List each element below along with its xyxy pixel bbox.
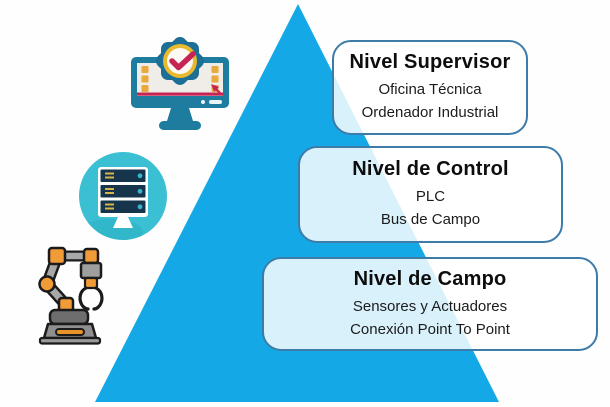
level-detail: Ordenador Industrial xyxy=(361,104,499,121)
level-detail: Oficina Técnica xyxy=(378,81,482,98)
supervision-computer-icon xyxy=(131,37,229,130)
screen-statusbar xyxy=(137,92,223,96)
robot-arm-icon xyxy=(38,246,104,345)
level-detail: PLC xyxy=(415,188,446,205)
level-detail: Bus de Campo xyxy=(380,211,481,228)
robot-pedestal xyxy=(48,308,90,326)
level-title: Nivel Supervisor xyxy=(349,51,511,73)
level-detail: Sensores y Actuadores xyxy=(352,297,508,315)
level-title: Nivel de Campo xyxy=(353,267,507,290)
level-card-control: Nivel de Control PLC Bus de Campo xyxy=(298,146,563,243)
level-card-campo: Nivel de Campo Sensores y Actuadores Con… xyxy=(262,257,598,351)
level-detail: Conexión Point To Point xyxy=(350,320,510,338)
robot-foot-strip xyxy=(38,336,102,345)
level-title: Nivel de Control xyxy=(352,158,509,180)
robot-wrist xyxy=(79,261,103,280)
level-card-supervisor: Nivel Supervisor Oficina Técnica Ordenad… xyxy=(332,40,528,135)
robot-gripper-claws xyxy=(78,286,104,311)
screen-widget-squares xyxy=(141,66,219,92)
checkmark-icon xyxy=(169,51,196,71)
server-rack xyxy=(98,167,148,228)
robot-elbow-joint xyxy=(38,275,56,293)
server-icon xyxy=(79,152,167,240)
robot-shoulder-joint xyxy=(47,246,67,266)
gear-icon xyxy=(156,37,204,85)
cursor-icon xyxy=(211,84,221,94)
